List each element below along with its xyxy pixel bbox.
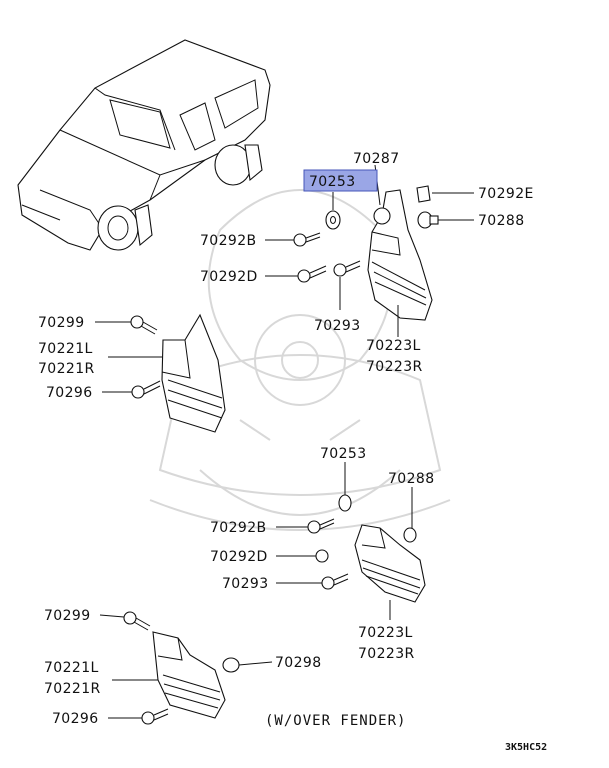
label-70293-bot[interactable]: 70293 (222, 576, 269, 592)
label-70221L-bot[interactable]: 70221L (44, 660, 99, 676)
bolt-70292B-top (293, 232, 321, 247)
label-70298-bot[interactable]: 70298 (275, 655, 322, 671)
label-70253-bot[interactable]: 70253 (320, 446, 367, 462)
bolt-70292D-top (297, 265, 327, 283)
label-70221R-bot[interactable]: 70221R (44, 681, 101, 697)
label-70221L-mid[interactable]: 70221L (38, 341, 93, 357)
rivet-70288-bot (403, 527, 417, 543)
rivet-70288-top (417, 211, 439, 229)
bolt-70299-mid (130, 315, 158, 335)
flap-bottom-right (354, 524, 426, 603)
label-70292B-top[interactable]: 70292B (200, 233, 257, 249)
flap-top-right (367, 189, 433, 321)
clip-70292E (416, 185, 431, 203)
screw-70296-mid (131, 380, 161, 399)
over-fender-note: (W/OVER FENDER) (265, 713, 406, 729)
label-70292D-top[interactable]: 70292D (200, 269, 258, 285)
label-70292D-bot[interactable]: 70292D (210, 549, 268, 565)
flap-middle-left (161, 313, 226, 433)
vehicle-illustration (17, 39, 271, 251)
label-70223L-bot[interactable]: 70223L (358, 625, 413, 641)
label-70223R-bot[interactable]: 70223R (358, 646, 415, 662)
label-70299-mid[interactable]: 70299 (38, 315, 85, 331)
label-70221R-mid[interactable]: 70221R (38, 361, 95, 377)
bolt-70292B-bot (307, 518, 335, 534)
label-70296-bot[interactable]: 70296 (52, 711, 99, 727)
label-70223L-top[interactable]: 70223L (366, 338, 421, 354)
washer-70253-bot (338, 494, 352, 512)
label-70299-bot[interactable]: 70299 (44, 608, 91, 624)
screw-70293-top (333, 260, 361, 277)
label-70296-mid[interactable]: 70296 (46, 385, 93, 401)
screw-70293-bot (321, 573, 349, 590)
washer-70253-top (325, 210, 341, 230)
flap-bottom-left (152, 631, 226, 719)
bolt-70292D-bot (315, 549, 329, 563)
label-70288-bot[interactable]: 70288 (388, 471, 435, 487)
label-70223R-top[interactable]: 70223R (366, 359, 423, 375)
label-70292B-bot[interactable]: 70292B (210, 520, 267, 536)
label-70288-top[interactable]: 70288 (478, 213, 525, 229)
diagram-code: 3K5HC52 (505, 742, 547, 753)
leader-lines (95, 164, 474, 719)
rivet-70298-bot (222, 657, 240, 673)
label-70253-top[interactable]: 70253 (309, 174, 356, 190)
highlight-box-70253 (303, 169, 378, 192)
bolt-70299-bot (123, 611, 151, 631)
label-70293-top[interactable]: 70293 (314, 318, 361, 334)
watermark-logo (149, 189, 451, 531)
screw-70296-bot (141, 708, 169, 725)
label-70292E[interactable]: 70292E (478, 186, 534, 202)
label-70287[interactable]: 70287 (353, 151, 400, 167)
